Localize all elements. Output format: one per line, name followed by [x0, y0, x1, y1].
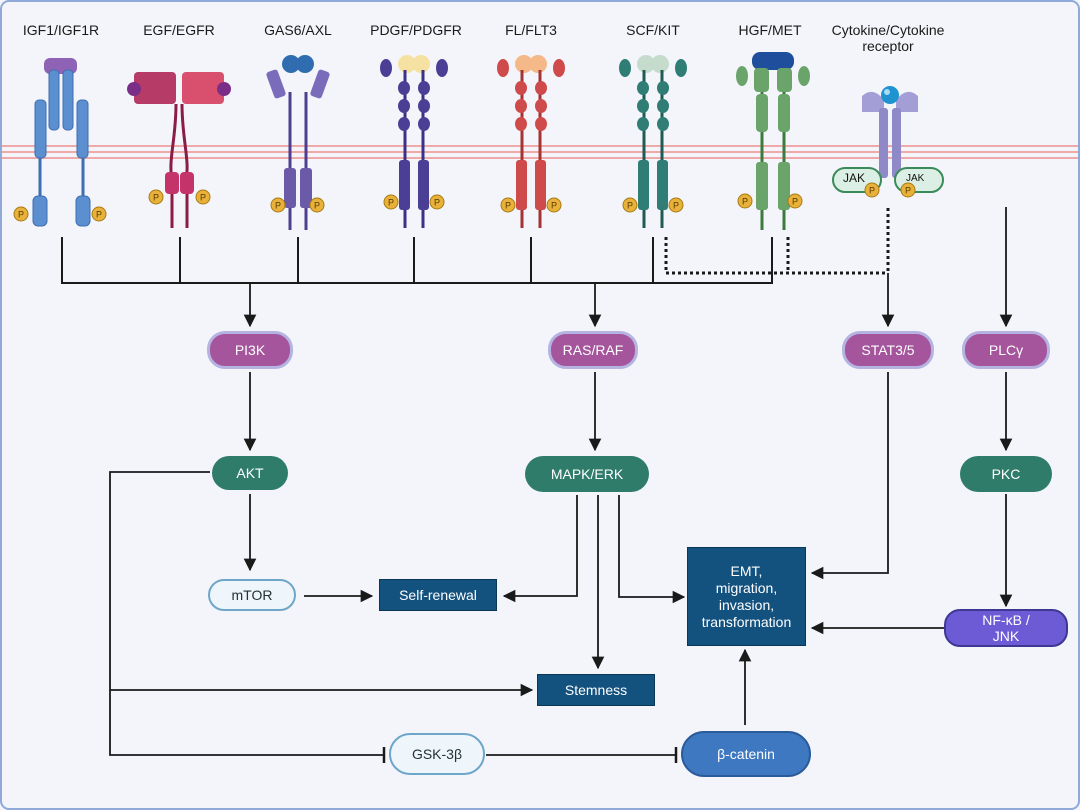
node-emt-line3: invasion,	[718, 596, 775, 613]
phospho-label: P	[505, 201, 511, 211]
phospho-label: P	[869, 186, 875, 196]
phospho-circle	[864, 182, 880, 198]
arrow-mapk-emt	[618, 495, 686, 604]
node-self-renewal: Self-renewal	[379, 579, 497, 611]
stat-dotted-lines	[664, 208, 890, 275]
node-nfkb-jnk: NF-κB / JNK	[944, 609, 1068, 647]
phospho-circle	[195, 189, 211, 205]
receptor-label-egfr: EGF/EGFR	[143, 22, 215, 38]
phosphorylation-sites: P P P P P P P P P P P P P P P P	[13, 182, 916, 222]
node-gsk-3b: GSK-3β	[389, 733, 485, 775]
jak-label-right: JAK	[906, 173, 925, 184]
node-emt: EMT, migration, invasion, transformation	[687, 547, 806, 646]
phospho-label: P	[275, 201, 281, 211]
receptor-label-cytokine-line1: Cytokine/Cytokine	[831, 22, 945, 38]
kit-receptor	[619, 55, 687, 228]
igf1r-receptor	[32, 58, 91, 227]
phospho-circle	[546, 197, 562, 213]
arrow-stat-emt	[810, 372, 889, 580]
receptor-label-kit: SCF/KIT	[626, 22, 680, 38]
arrow-mapk-selfrenewal	[502, 495, 578, 603]
phospho-circle	[309, 197, 325, 213]
receptor-label-cytokine-line2: receptor	[862, 38, 914, 54]
phospho-label: P	[792, 197, 798, 207]
receptor-label-igf1r: IGF1/IGF1R	[22, 22, 100, 38]
node-plc-gamma: PLCγ	[962, 331, 1050, 369]
phospho-circle	[737, 193, 753, 209]
pdgfr-receptor	[380, 55, 448, 228]
jak-label-left: JAK	[843, 171, 866, 185]
met-receptor	[736, 52, 810, 230]
flt3-receptor	[497, 55, 565, 228]
node-beta-catenin: β-catenin	[681, 731, 811, 777]
node-pkc: PKC	[960, 456, 1052, 492]
node-stemness: Stemness	[537, 674, 655, 706]
node-mapk-erk: MAPK/ERK	[525, 456, 649, 492]
node-nfkb-line1: NF-κB /	[982, 612, 1030, 628]
node-mtor: mTOR	[208, 579, 296, 611]
node-stat3-5: STAT3/5	[842, 331, 934, 369]
node-akt: AKT	[212, 456, 288, 490]
phospho-circle	[622, 197, 638, 213]
phospho-circle	[148, 189, 164, 205]
node-nfkb-line2: JNK	[992, 628, 1020, 644]
phospho-label: P	[627, 201, 633, 211]
phospho-circle	[270, 197, 286, 213]
node-emt-line2: migration,	[715, 579, 778, 596]
receptor-label-met: HGF/MET	[738, 22, 802, 38]
egfr-receptor	[127, 72, 231, 228]
receptor-label-pdgfr: PDGF/PDGFR	[370, 22, 462, 38]
phospho-label: P	[905, 186, 911, 196]
node-emt-line1: EMT,	[730, 562, 763, 579]
axl-receptor	[266, 55, 330, 230]
arrow-akt-stemness	[109, 471, 534, 697]
phospho-label: P	[200, 193, 206, 203]
phospho-circle	[383, 194, 399, 210]
phospho-circle	[429, 194, 445, 210]
phospho-label: P	[314, 201, 320, 211]
phospho-circle	[13, 206, 29, 222]
inhibit-akt-gsk	[109, 690, 384, 756]
signal-arrows	[109, 207, 1013, 763]
phospho-label: P	[153, 193, 159, 203]
receptor-collection-lines	[61, 237, 773, 284]
receptor-label-flt3: FL/FLT3	[505, 22, 557, 38]
phospho-circle	[668, 197, 684, 213]
node-pi3k: PI3K	[207, 331, 293, 369]
phospho-label: P	[551, 201, 557, 211]
receptor-label-cytokine: Cytokine/Cytokine receptor	[822, 22, 954, 54]
phospho-circle	[91, 206, 107, 222]
phospho-circle	[787, 193, 803, 209]
receptor-label-axl: GAS6/AXL	[264, 22, 332, 38]
phospho-label: P	[388, 198, 394, 208]
phospho-label: P	[96, 210, 102, 220]
phospho-label: P	[434, 198, 440, 208]
phospho-label: P	[673, 201, 679, 211]
phospho-circle	[500, 197, 516, 213]
phospho-label: P	[18, 210, 24, 220]
node-ras-raf: RAS/RAF	[548, 331, 638, 369]
phospho-label: P	[742, 197, 748, 207]
phospho-circle	[900, 182, 916, 198]
node-emt-line4: transformation	[701, 613, 792, 630]
